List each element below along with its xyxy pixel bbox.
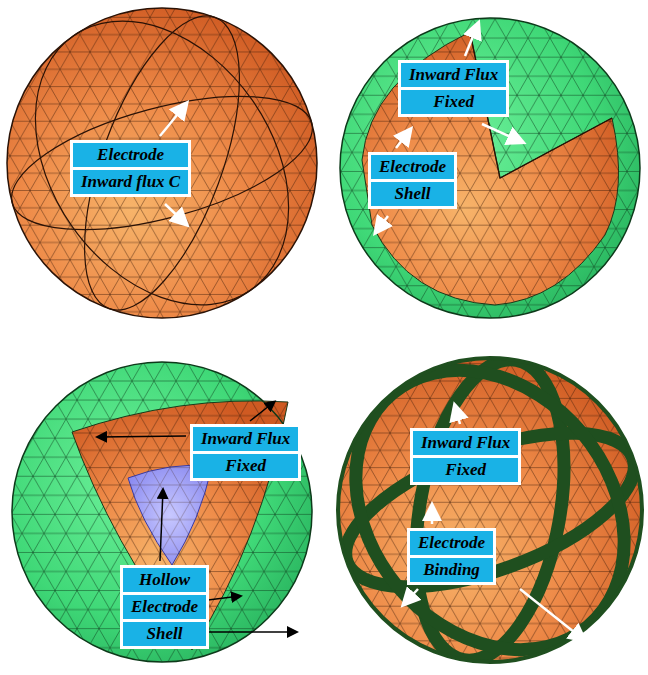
label-text: Electrode	[371, 155, 454, 179]
label-box: ElectrodeShell	[368, 152, 457, 209]
label-text: Shell	[371, 182, 454, 206]
label-box: HollowElectrodeShell	[120, 565, 209, 649]
label-box: ElectrodeInward flux C	[70, 140, 191, 197]
label-box: ElectrodeBinding	[407, 528, 496, 585]
label-text: Inward Flux	[413, 431, 518, 455]
electrode-sphere	[0, 0, 341, 353]
label-text: Binding	[410, 558, 493, 582]
shell-cutaway-sphere	[340, 18, 640, 318]
label-text: Hollow	[123, 568, 206, 592]
label-box: Inward FluxFixed	[398, 60, 509, 117]
label-text: Inward Flux	[193, 427, 298, 451]
label-box: Inward FluxFixed	[410, 428, 521, 485]
label-text: Fixed	[413, 458, 518, 482]
label-text: Fixed	[401, 90, 506, 114]
hollow-shell-sphere	[12, 362, 312, 662]
label-text: Inward flux C	[73, 170, 188, 194]
label-box: Inward FluxFixed	[190, 424, 301, 481]
label-text: Fixed	[193, 454, 298, 478]
binding-sphere	[300, 316, 648, 675]
label-text: Electrode	[410, 531, 493, 555]
label-text: Shell	[123, 622, 206, 646]
label-text: Electrode	[123, 595, 206, 619]
label-text: Inward Flux	[401, 63, 506, 87]
label-text: Electrode	[73, 143, 188, 167]
